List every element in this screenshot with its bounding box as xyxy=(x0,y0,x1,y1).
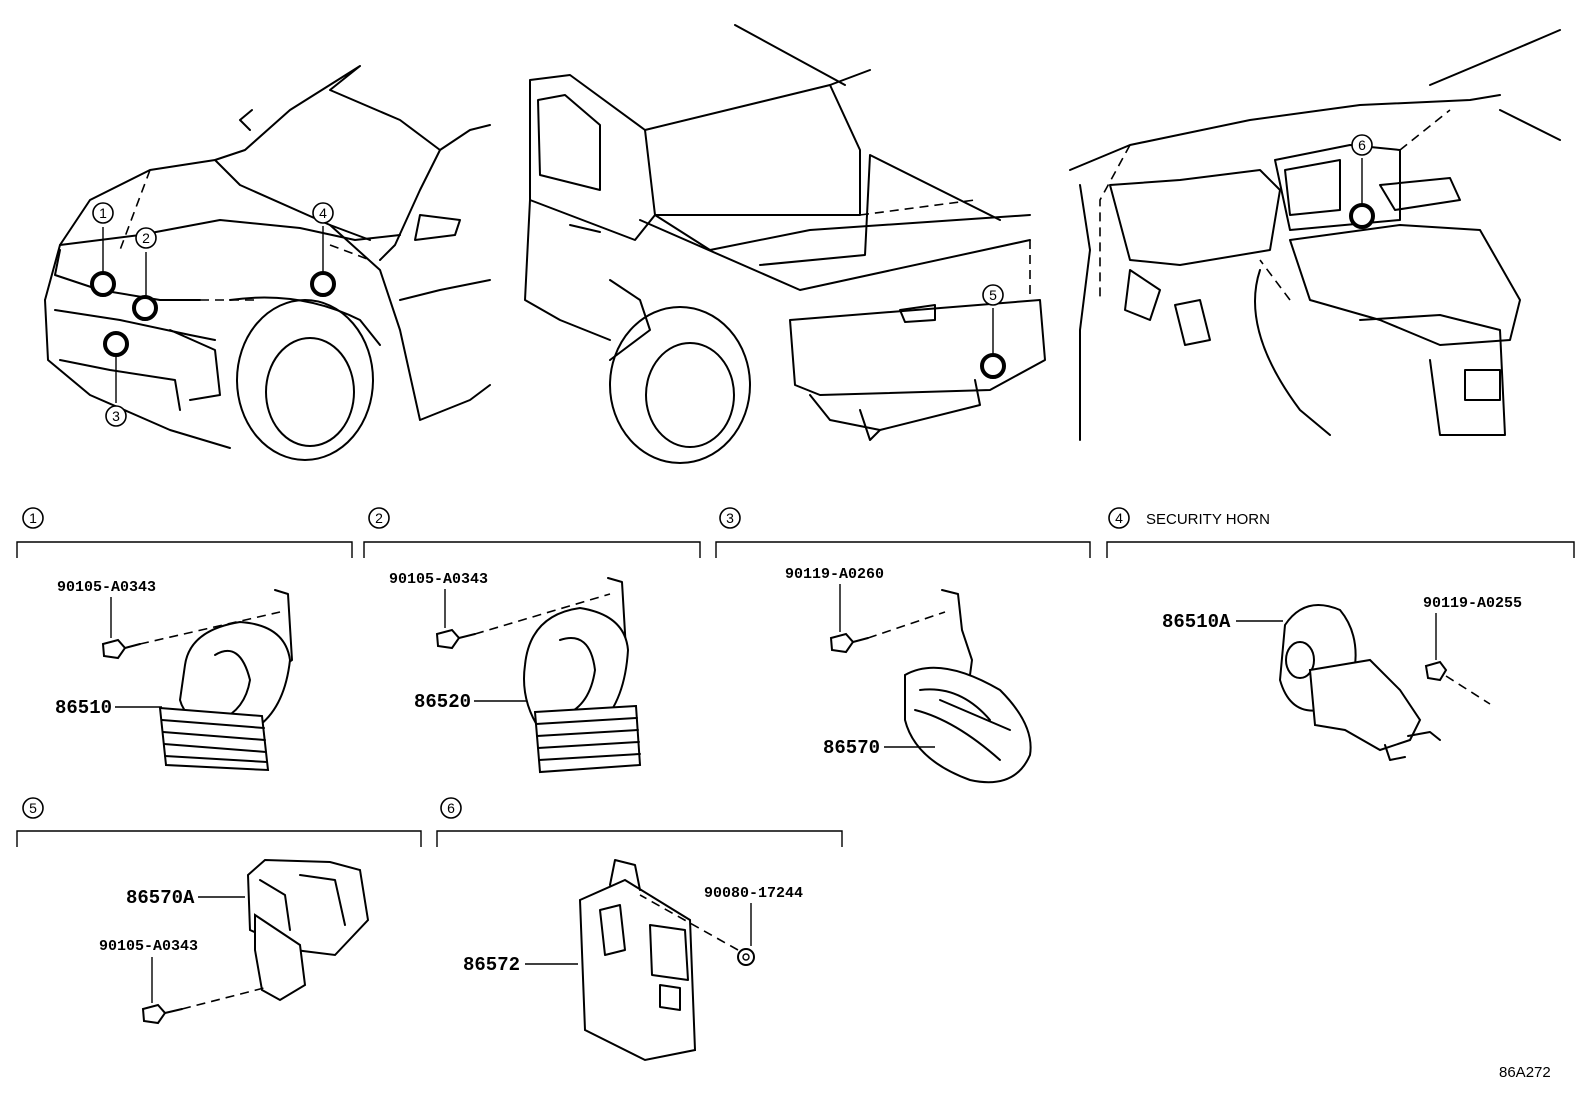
section-4-bracket xyxy=(1106,541,1575,558)
section-5-bolt-part-number: 90105-A0343 xyxy=(99,938,198,955)
callout-label-4: 4 xyxy=(319,205,327,221)
location-callouts: 1 2 3 4 5 6 xyxy=(90,134,1375,427)
section-3-number: 3 xyxy=(726,510,734,526)
section-1-number: 1 xyxy=(29,510,37,526)
section-6-nut-part-number: 90080-17244 xyxy=(704,885,803,902)
section-2-horn: 90105-A0343 86520 xyxy=(389,571,642,774)
section-4-horn-part-number: 86510A xyxy=(1162,611,1231,633)
callout-circle-1 xyxy=(92,202,114,224)
section-2-bolt-part-number: 90105-A0343 xyxy=(389,571,488,588)
section-5-bracket xyxy=(16,830,422,847)
location-dot-1 xyxy=(90,271,116,297)
section-3-horn: 90119-A0260 86570 xyxy=(785,566,1032,784)
callout-label-2: 2 xyxy=(142,230,150,246)
section-6-number: 6 xyxy=(447,800,455,816)
location-dot-4 xyxy=(310,271,336,297)
bolt-icon xyxy=(141,1003,167,1025)
section-6-module: 86572 90080-17244 xyxy=(463,859,803,1062)
section-2-number: 2 xyxy=(375,510,383,526)
section-1-horn: 90105-A0343 86510 xyxy=(55,579,293,772)
section-1-bracket xyxy=(16,541,353,558)
figure-reference: 86A272 xyxy=(1499,1064,1551,1081)
callout-label-1: 1 xyxy=(99,205,107,221)
bolt-icon xyxy=(435,628,461,650)
section-2-horn-part-number: 86520 xyxy=(414,691,471,713)
bolt-icon xyxy=(101,638,127,660)
callout-circle-5 xyxy=(982,284,1004,306)
section-3-bracket xyxy=(715,541,1091,558)
bolt-icon xyxy=(829,632,855,654)
location-dot-5 xyxy=(980,353,1006,379)
section-5-horn-part-number: 86570A xyxy=(126,887,195,909)
section-4-security-horn: 86510A 90119-A0255 xyxy=(1162,595,1522,761)
section-4-number: 4 xyxy=(1115,510,1123,526)
dashboard-view xyxy=(1069,29,1561,441)
section-5-horn: 86570A 90105-A0343 xyxy=(99,858,370,1025)
section-2-bracket xyxy=(363,541,701,558)
callout-circle-4 xyxy=(312,202,334,224)
section-headers: 1 2 3 4 SECURITY HORN 5 6 xyxy=(16,507,1575,847)
section-3-bolt-part-number: 90119-A0260 xyxy=(785,566,884,583)
section-4-title: SECURITY HORN xyxy=(1146,511,1270,528)
location-dot-3 xyxy=(103,331,129,357)
callout-label-5: 5 xyxy=(989,287,997,303)
vehicle-front-view xyxy=(44,65,491,461)
callout-circle-3 xyxy=(105,405,127,427)
vehicle-rear-view xyxy=(524,24,1046,464)
callout-circle-2 xyxy=(135,227,157,249)
location-dot-6 xyxy=(1349,203,1375,229)
callout-label-6: 6 xyxy=(1358,137,1366,153)
section-5-number: 5 xyxy=(29,800,37,816)
bolt-icon xyxy=(1424,660,1448,682)
section-4-bolt-part-number: 90119-A0255 xyxy=(1423,595,1522,612)
section-1-horn-part-number: 86510 xyxy=(55,697,112,719)
section-3-horn-part-number: 86570 xyxy=(823,737,880,759)
nut-icon xyxy=(737,948,755,966)
callout-label-3: 3 xyxy=(112,408,120,424)
location-dot-2 xyxy=(132,295,158,321)
section-6-bracket xyxy=(436,830,843,847)
callout-circle-6 xyxy=(1351,134,1373,156)
section-6-module-part-number: 86572 xyxy=(463,954,520,976)
section-1-bolt-part-number: 90105-A0343 xyxy=(57,579,156,596)
